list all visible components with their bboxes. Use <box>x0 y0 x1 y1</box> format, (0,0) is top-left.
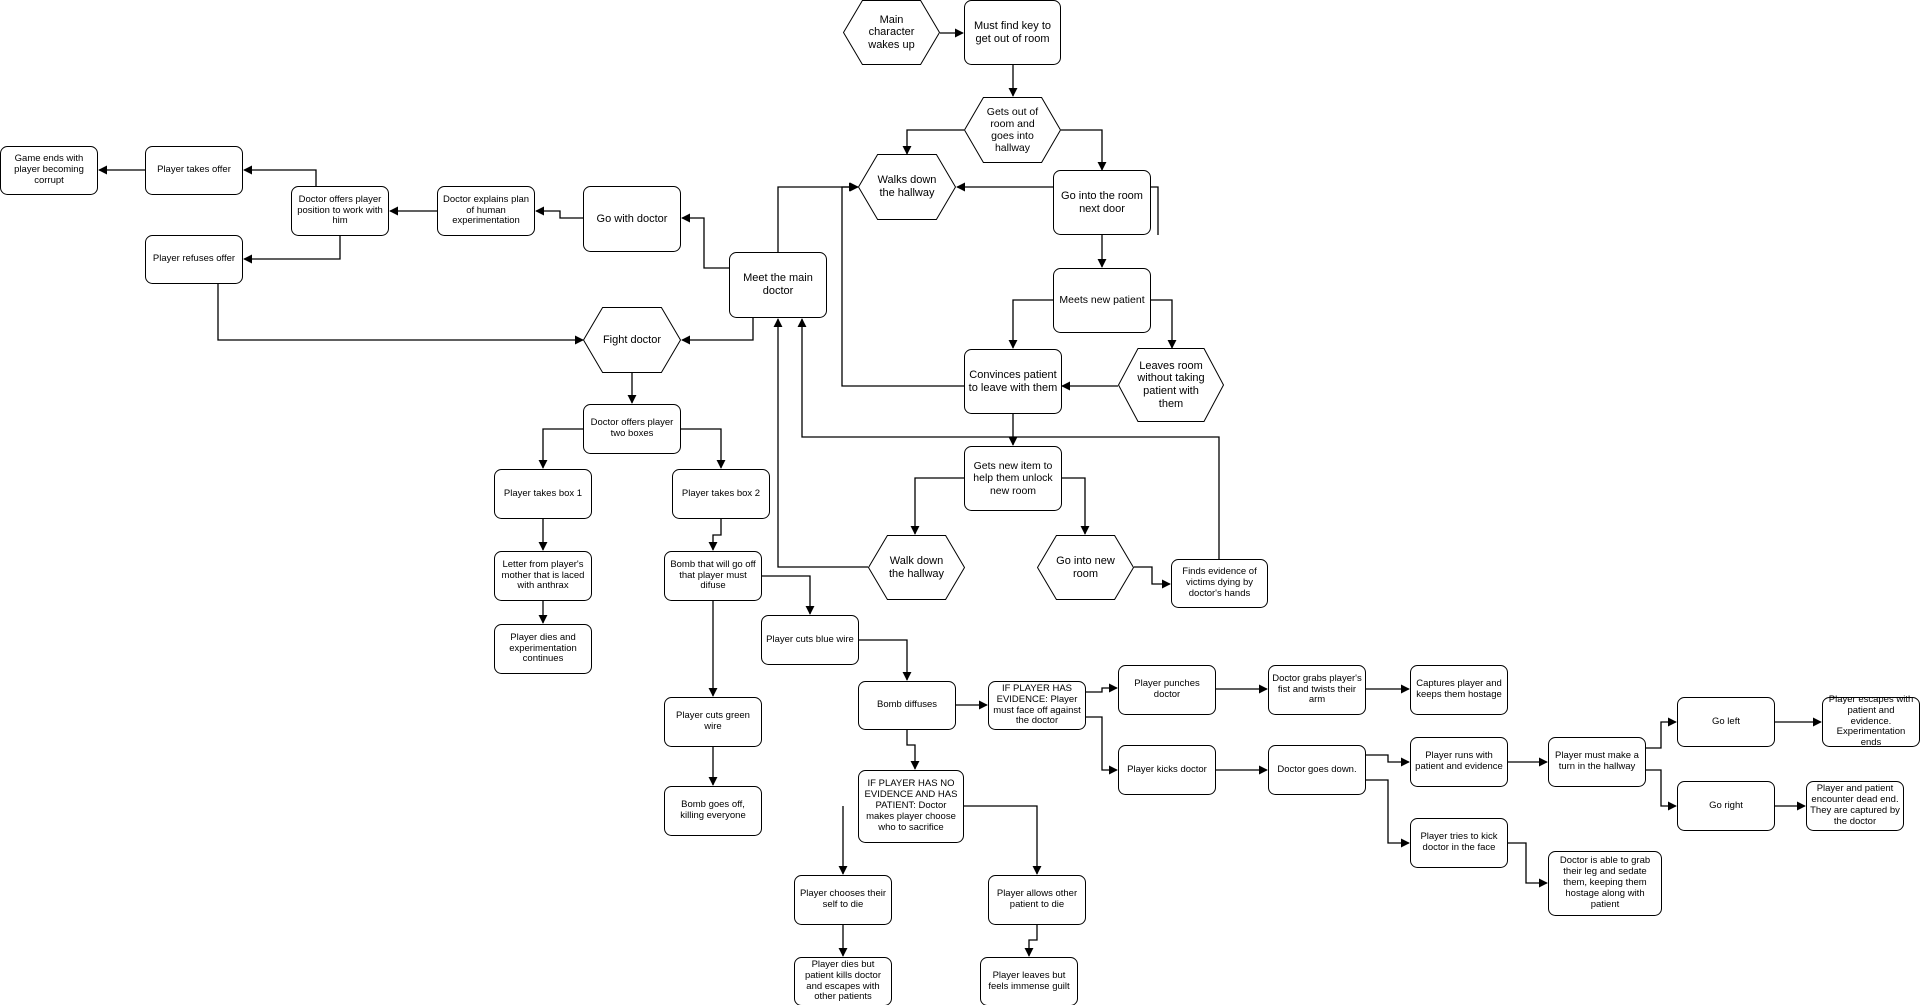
rounded-rect-node-shape <box>664 697 762 747</box>
rounded-rect-node-shape <box>964 0 1061 65</box>
rounded-rect-node-shape <box>1410 818 1508 868</box>
connector-arrow <box>1366 754 1410 767</box>
rounded-rect-node-shape <box>1806 781 1904 831</box>
hexagon-node-shape <box>867 535 966 600</box>
connector-arrow <box>910 477 964 535</box>
rounded-rect-node-shape <box>1677 697 1775 747</box>
connector-arrow <box>708 519 722 551</box>
rounded-rect-node-shape <box>664 551 762 601</box>
rounded-rect-node-shape <box>1171 559 1268 608</box>
connector-arrow <box>243 236 341 264</box>
connector-arrow <box>859 639 912 681</box>
connector-arrow <box>762 575 815 615</box>
rounded-rect-node-shape <box>1548 737 1646 787</box>
rounded-rect-node-shape <box>964 446 1062 511</box>
hexagon-node-shape <box>1117 348 1225 422</box>
rounded-rect-node-shape <box>1410 665 1508 715</box>
connector-arrow <box>1508 842 1548 888</box>
rounded-rect-node-shape <box>494 624 592 674</box>
rounded-rect-node-shape <box>794 875 892 925</box>
hexagon-node-shape <box>857 154 957 220</box>
connector-arrow <box>777 182 859 252</box>
connector-arrow <box>681 213 729 269</box>
rounded-rect-node-shape <box>980 957 1078 1005</box>
hexagon-node-shape <box>582 307 682 373</box>
rounded-rect-node-shape <box>761 615 859 665</box>
rounded-rect-node-shape <box>672 469 770 519</box>
connector-arrow <box>681 428 726 469</box>
rounded-rect-node-shape <box>964 349 1062 414</box>
rounded-rect-node-shape <box>494 551 592 601</box>
rounded-rect-node-shape <box>0 146 98 195</box>
rounded-rect-node-shape <box>988 875 1086 925</box>
rounded-rect-node-shape <box>794 957 892 1005</box>
connector-arrow <box>906 730 920 770</box>
connector-arrow <box>535 206 583 219</box>
rounded-rect-node-shape <box>291 186 389 236</box>
connector-arrow <box>538 428 583 469</box>
connector-arrow <box>1151 299 1177 349</box>
rounded-rect-node-shape <box>1118 745 1216 795</box>
rounded-rect-node-shape <box>494 469 592 519</box>
connector-arrow <box>681 318 754 345</box>
hexagon-node-shape <box>963 97 1062 163</box>
hexagon-node-shape <box>1036 535 1135 600</box>
connector-arrow <box>1024 925 1038 957</box>
rounded-rect-node-shape <box>437 186 535 236</box>
connector-arrow <box>1366 779 1410 848</box>
rounded-rect-node-shape <box>1268 665 1366 715</box>
connector-arrow <box>243 165 317 186</box>
rounded-rect-node-shape <box>1053 170 1151 235</box>
connector-arrow <box>217 284 584 345</box>
connector-arrow <box>1134 566 1171 589</box>
connector-arrow <box>956 182 1159 235</box>
rounded-rect-node-shape <box>1118 665 1216 715</box>
connector-arrow <box>1646 769 1677 811</box>
rounded-rect-node-shape <box>664 786 762 836</box>
connector-arrow <box>773 318 868 568</box>
connector-arrow <box>902 129 964 155</box>
connector-arrow <box>1062 477 1090 535</box>
connector-arrow <box>964 805 1042 875</box>
connector-arrow <box>1061 129 1107 171</box>
hexagon-node-shape <box>842 0 941 65</box>
rounded-rect-node-shape <box>583 186 681 252</box>
connector-arrow <box>1646 717 1677 749</box>
connector-arrow <box>1086 683 1118 693</box>
rounded-rect-node-shape <box>988 681 1086 730</box>
rounded-rect-node-shape <box>1677 781 1775 831</box>
rounded-rect-node-shape <box>1822 697 1920 747</box>
rounded-rect-node-shape <box>858 681 956 730</box>
rounded-rect-node-shape <box>1410 737 1508 787</box>
rounded-rect-node-shape <box>145 235 243 284</box>
rounded-rect-node-shape <box>583 404 681 454</box>
connector-arrow <box>1008 299 1053 349</box>
rounded-rect-node-shape <box>145 146 243 195</box>
rounded-rect-node-shape <box>729 252 827 318</box>
rounded-rect-node-shape <box>1548 851 1662 916</box>
connector-arrow <box>1086 716 1118 775</box>
connector-arrow <box>797 318 1220 559</box>
rounded-rect-node-shape <box>1053 268 1151 333</box>
rounded-rect-node-shape <box>1268 745 1366 795</box>
rounded-rect-node-shape <box>858 770 964 843</box>
